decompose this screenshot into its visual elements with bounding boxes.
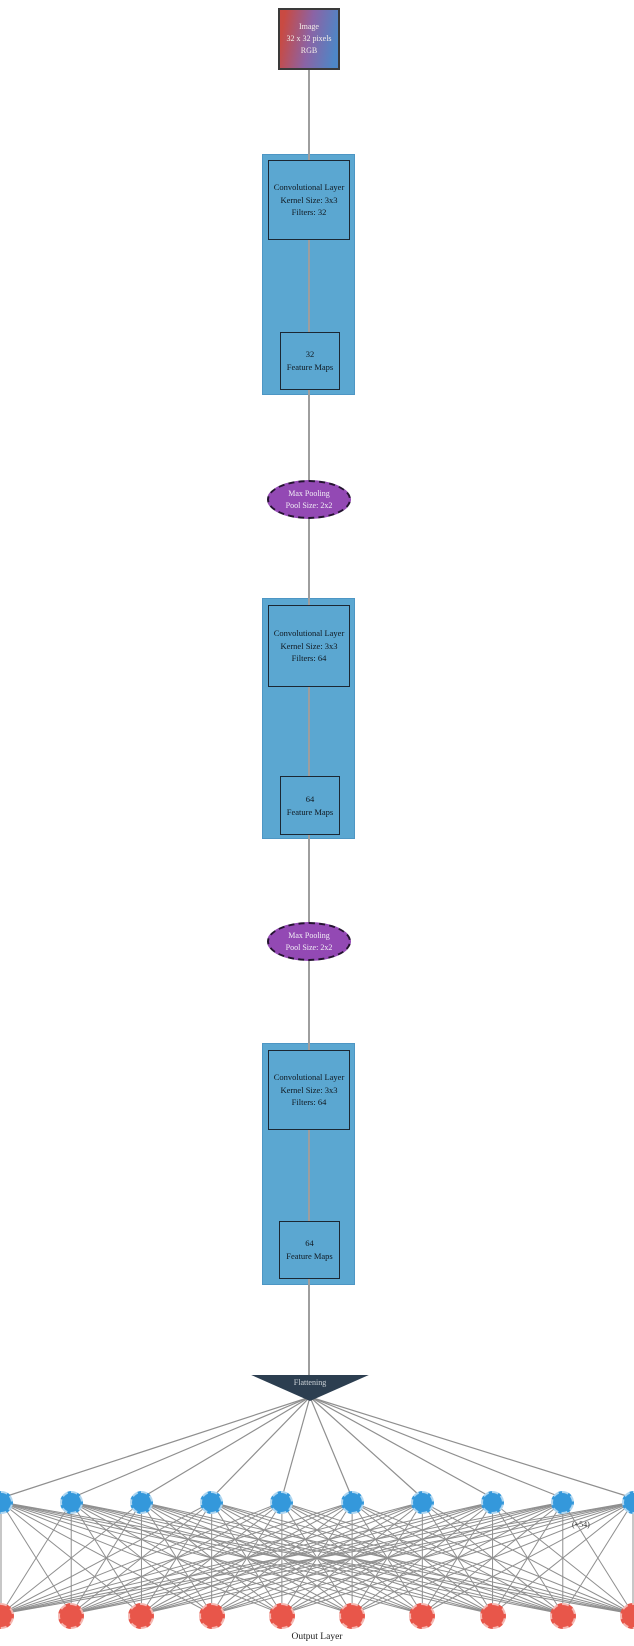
output-layer-node bbox=[198, 1603, 225, 1629]
max-pooling-label-1: Max Pooling Pool Size: 2x2 bbox=[285, 488, 333, 510]
feature-maps-label-3: 64 Feature Maps bbox=[286, 1238, 333, 1261]
output-layer-node bbox=[339, 1603, 366, 1629]
output-layer-node bbox=[549, 1603, 576, 1629]
max-pooling-node-1: Max Pooling Pool Size: 2x2 bbox=[267, 480, 351, 519]
max-pooling-node-2: Max Pooling Pool Size: 2x2 bbox=[267, 922, 351, 961]
hidden-overflow-count-label: (+54) bbox=[572, 1520, 590, 1529]
flattening-node: Flattening bbox=[251, 1375, 369, 1401]
output-layer-node bbox=[0, 1603, 14, 1629]
output-layer-node bbox=[479, 1603, 506, 1629]
output-layer-node bbox=[268, 1603, 295, 1629]
max-pooling-label-2: Max Pooling Pool Size: 2x2 bbox=[285, 930, 333, 952]
conv-layer-label-1: Convolutional Layer Kernel Size: 3x3 Fil… bbox=[273, 181, 345, 218]
flattening-label: Flattening bbox=[293, 1378, 327, 1387]
input-image-node: Image 32 x 32 pixels RGB bbox=[278, 8, 340, 70]
output-layer-node bbox=[58, 1603, 85, 1629]
conv-layer-box-3: Convolutional Layer Kernel Size: 3x3 Fil… bbox=[268, 1050, 350, 1130]
output-layer-node bbox=[409, 1603, 436, 1629]
hidden-layer-node bbox=[481, 1490, 505, 1514]
conv-layer-box-1: Convolutional Layer Kernel Size: 3x3 Fil… bbox=[268, 160, 350, 240]
input-image-label: Image 32 x 32 pixels RGB bbox=[286, 22, 332, 55]
conv-layer-label-3: Convolutional Layer Kernel Size: 3x3 Fil… bbox=[273, 1071, 345, 1108]
feature-maps-box-2: 64 Feature Maps bbox=[280, 776, 340, 835]
hidden-layer-node bbox=[129, 1490, 153, 1514]
hidden-layer-node bbox=[410, 1490, 434, 1514]
conv-layer-box-2: Convolutional Layer Kernel Size: 3x3 Fil… bbox=[268, 605, 350, 687]
conv-layer-label-2: Convolutional Layer Kernel Size: 3x3 Fil… bbox=[273, 627, 345, 664]
feature-maps-box-3: 64 Feature Maps bbox=[279, 1221, 340, 1279]
hidden-layer-node bbox=[270, 1490, 294, 1514]
output-layer-node bbox=[620, 1603, 634, 1629]
hidden-layer-node bbox=[0, 1490, 13, 1514]
hidden-layer-node bbox=[621, 1490, 634, 1514]
feature-maps-box-1: 32 Feature Maps bbox=[280, 332, 340, 390]
hidden-layer-node bbox=[59, 1490, 83, 1514]
hidden-layer-node bbox=[340, 1490, 364, 1514]
hidden-layer-node bbox=[551, 1490, 575, 1514]
hidden-layer-node bbox=[200, 1490, 224, 1514]
output-layer-node bbox=[128, 1603, 155, 1629]
feature-maps-label-1: 32 Feature Maps bbox=[286, 349, 334, 372]
feature-maps-label-2: 64 Feature Maps bbox=[286, 793, 334, 817]
output-layer-caption: Output Layer bbox=[291, 1632, 343, 1642]
